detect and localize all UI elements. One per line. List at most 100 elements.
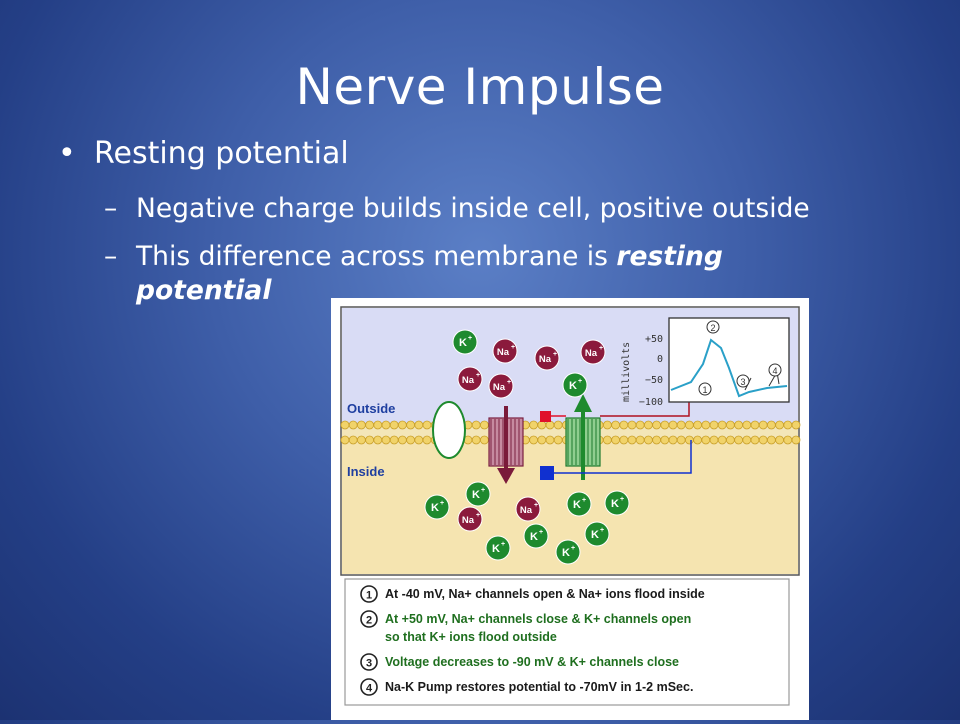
lipid-head-icon [381,435,391,445]
sodium-ion: Na+ [515,496,541,522]
lipid-head-icon [537,435,547,445]
graph-tick-label: −100 [639,397,663,408]
inside-label: Inside [347,464,385,479]
lipid-head-icon [619,420,629,430]
lipid-head-icon [389,420,399,430]
graph-tick-label: +50 [645,334,663,345]
lipid-head-icon [422,435,432,445]
ion-charge: + [571,545,575,552]
legend-number-circle-icon [360,610,378,628]
ion-circle-icon [492,338,518,364]
lipid-head-icon [398,420,407,430]
legend-number: 4 [366,683,373,695]
lipid-head-icon [356,420,366,430]
ion-charge: + [468,335,472,342]
ion-label: Na [520,505,533,516]
lipid-head-icon [643,435,653,445]
graph-trace-line [670,338,788,398]
graph-plot-area [668,317,790,403]
lipid-head-icon [660,435,670,445]
graph-marker-1: 1 [698,382,712,396]
potassium-ion: K+ [566,491,592,517]
ion-charge: + [582,497,586,504]
ion-label: Na [462,375,475,386]
lipid-head-icon [348,435,358,445]
bullet-list: • Resting potential – Negative charge bu… [58,134,918,308]
graph-marker-2: 2 [706,320,720,334]
lipid-head-icon [652,435,662,445]
lipid-head-icon [742,435,752,445]
lipid-head-icon [717,420,727,430]
lipid-head-icon [406,420,415,430]
ion-circle-icon [580,339,606,365]
lipid-head-icon [717,435,727,445]
potassium-ion: K+ [555,539,581,565]
ion-label: K [591,529,599,541]
sodium-ion: Na+ [457,366,483,392]
ion-label: K [459,337,467,349]
lipid-head-icon [758,435,768,445]
lipid-head-icon [373,435,383,445]
lipid-head-icon [619,435,629,445]
lipid-head-icon [348,420,358,430]
ion-circle-icon [488,373,514,399]
lipid-head-icon [766,420,776,430]
potassium-ion: K+ [465,481,491,507]
lipid-head-icon [627,435,637,445]
marker-circle-icon [698,382,712,396]
lipid-head-icon [791,420,801,430]
lipid-head-icon [783,435,793,445]
legend-item-1: 1 At -40 mV, Na+ channels open & Na+ ion… [360,585,705,603]
lipid-head-icon [406,435,415,445]
legend-item-3: 3 Voltage decreases to -90 mV & K+ chann… [360,653,679,671]
sub-bullet-item: – Negative charge builds inside cell, po… [58,192,918,226]
lipid-head-icon [643,420,653,430]
lipid-head-icon [635,435,645,445]
lipid-head-icon [725,420,735,430]
legend-number-circle-icon [360,678,378,696]
lipid-head-icon [602,435,612,445]
lipid-head-icon [479,420,489,430]
legend-text: Voltage decreases to -90 mV & K+ channel… [385,655,679,669]
lipid-head-icon [766,435,776,445]
lipid-head-icon [758,420,768,430]
graph-tick-label: 0 [657,354,663,365]
ion-circle-icon [604,490,630,516]
ion-charge: + [534,502,538,509]
lipid-head-icon [627,420,637,430]
sodium-ion: Na+ [492,338,518,364]
lipid-head-icon [414,435,424,445]
lipid-head-icon [553,435,563,445]
dash-icon: – [104,241,118,272]
lipid-head-icon [701,435,711,445]
ion-circle-icon [566,491,592,517]
lipid-head-icon [775,420,785,430]
channel-protein-oval [432,401,466,459]
ion-charge: + [511,344,515,351]
dash-icon: – [104,193,118,224]
lipid-head-icon [381,420,391,430]
lipid-head-icon [660,420,670,430]
sodium-ion: Na+ [488,373,514,399]
lipid-head-icon [750,420,760,430]
lipid-head-icon [668,435,678,445]
graph-ylabel: millivolts [621,342,632,402]
lipid-head-icon [709,420,719,430]
lipid-head-icon [471,435,481,445]
na-channel [488,406,524,484]
lipid-head-icon [734,435,744,445]
lipid-head-icon [545,435,555,445]
ion-label: K [569,380,577,392]
lipid-head-icon [775,435,785,445]
lipid-head-icon [701,420,711,430]
ion-circle-icon [515,496,541,522]
ion-charge: + [476,372,480,379]
slide-title: Nerve Impulse [295,58,665,116]
lipid-head-icon [414,420,424,430]
sub-bullet-item: – This difference across membrane is res… [58,240,856,308]
lipid-head-icon [783,420,793,430]
membrane-diagram: Outside Inside K+Na+Na+Na+Na+Na+K+K+K+Na… [331,298,809,720]
lipid-head-icon [398,435,407,445]
ion-charge: + [599,345,603,352]
ion-label: Na [462,515,475,526]
